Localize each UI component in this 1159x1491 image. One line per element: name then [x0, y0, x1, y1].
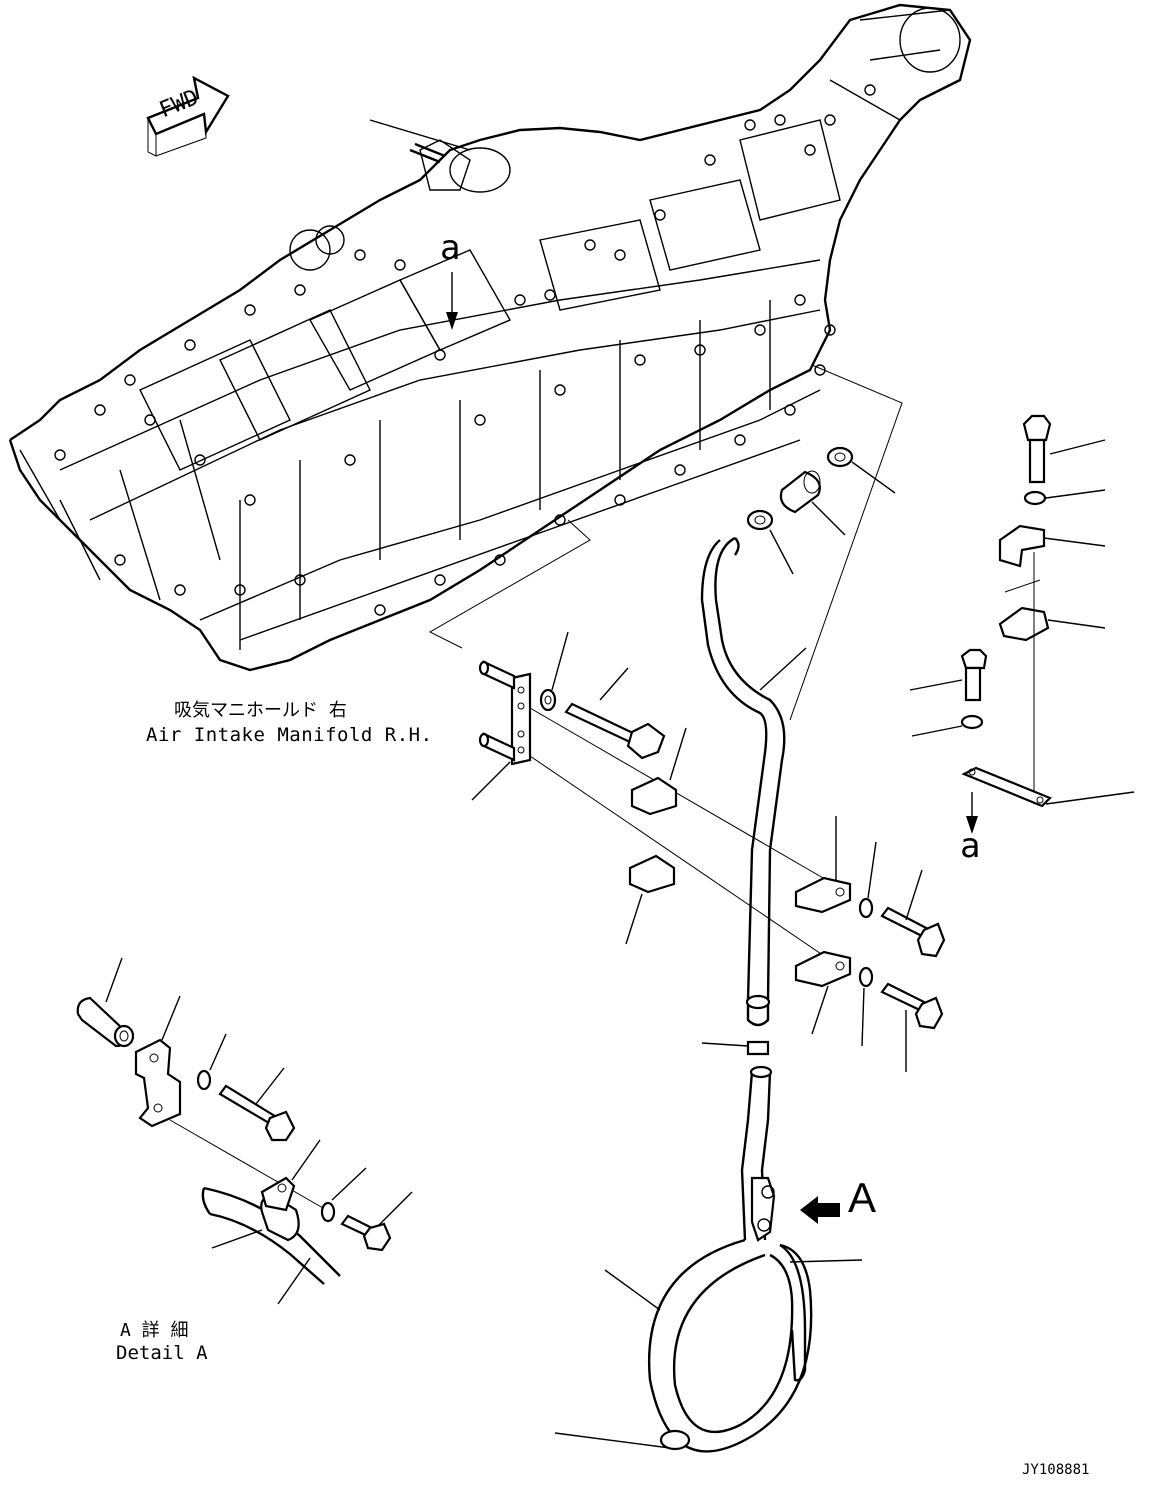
detail-a-spacer — [76, 957, 135, 1048]
engine-bolt-head — [354, 249, 366, 261]
engine-bolt-head — [744, 119, 756, 131]
washer-upper-right — [1023, 489, 1106, 506]
clamp-upper — [998, 524, 1106, 568]
engine-bolt-head — [244, 304, 256, 316]
hose-sleeve — [779, 470, 846, 536]
engine-bolt-head — [694, 344, 706, 356]
ref-a-label-side: a — [960, 826, 981, 866]
hose-clamp-upper — [826, 446, 896, 494]
engine-bolt-head — [734, 434, 746, 446]
washer-left — [539, 631, 569, 712]
engine-bolt-head — [774, 114, 786, 126]
engine-bolt-head — [554, 514, 566, 526]
bolt-left — [564, 667, 666, 760]
engine-bolt-head — [544, 289, 556, 301]
engine-bolt-head — [554, 384, 566, 396]
engine-bolt-head — [614, 494, 626, 506]
hose-clamp-joint — [701, 1040, 770, 1056]
engine-bolt-head — [794, 294, 806, 306]
view-a-label: A — [848, 1174, 877, 1221]
detail-a-bracket — [134, 995, 331, 1213]
lower-hose — [554, 1065, 863, 1453]
ref-a-arrow-top — [446, 272, 458, 330]
detail-a-label-jp: A 詳 細 — [120, 1320, 189, 1341]
engine-bolt-head — [754, 324, 766, 336]
clip-bracket-3 — [794, 816, 852, 914]
engine-bolt-head — [144, 414, 156, 426]
washer-right-1 — [858, 841, 877, 919]
detail-a-hose — [201, 1139, 341, 1305]
engine-bolt-head — [784, 404, 796, 416]
detail-a-washer-2 — [320, 1167, 367, 1223]
fwd-arrow-icon — [146, 75, 230, 157]
detail-a-bolt — [218, 1067, 296, 1142]
engine-bolt-head — [634, 354, 646, 366]
bolt-right-1 — [880, 869, 946, 958]
clip-bracket-1 — [630, 727, 687, 816]
washer-right-2 — [858, 966, 874, 1047]
bolt-right-small — [909, 648, 988, 702]
engine-bolt-head — [654, 209, 666, 221]
engine-bolt-head — [804, 144, 816, 156]
engine-bolt-head — [474, 414, 486, 426]
engine-bolt-head — [434, 349, 446, 361]
ref-a-label-top: a — [440, 228, 461, 268]
clamp-lower — [998, 552, 1106, 804]
engine-bolt-head — [94, 404, 106, 416]
engine-bolt-head — [674, 464, 686, 476]
engine-bolt-head — [294, 284, 306, 296]
engine-bolt-head — [394, 259, 406, 271]
engine-bolt-head — [704, 154, 716, 166]
bolt-upper-right — [1022, 414, 1106, 484]
engine-bolt-head — [234, 584, 246, 596]
main-pipe — [700, 536, 807, 1027]
clip-bracket-4 — [794, 950, 852, 1035]
ref-a-arrow-side — [966, 792, 978, 834]
engine-bolt-head — [244, 494, 256, 506]
engine-bolt-head — [864, 84, 876, 96]
engine-bolts — [54, 84, 876, 616]
engine-bolt-head — [174, 584, 186, 596]
engine-bolt-head — [824, 324, 836, 336]
detail-a-washer — [196, 1033, 227, 1091]
engine-bolt-head — [584, 239, 596, 251]
hose-clip-viewA — [750, 1176, 776, 1242]
engine-bolt-head — [824, 114, 836, 126]
plate-right — [961, 766, 1135, 808]
engine-bolt-head — [294, 574, 306, 586]
bolt-right-2 — [880, 982, 944, 1072]
view-a-arrow-icon — [800, 1196, 840, 1224]
detail-a-label-en: Detail A — [116, 1342, 208, 1364]
detail-a-bolt-2 — [340, 1191, 413, 1252]
clip-bracket-2 — [625, 854, 676, 945]
bracket-plate — [471, 660, 831, 961]
drawing-number: JY108881 — [1022, 1462, 1090, 1478]
manifold-label-en: Air Intake Manifold R.H. — [146, 724, 433, 746]
engine-block — [8, 3, 972, 672]
engine-bolt-head — [194, 454, 206, 466]
engine-bolt-head — [494, 554, 506, 566]
engine-bolt-head — [614, 249, 626, 261]
hose-clamp-middle — [746, 509, 794, 575]
engine-bolt-head — [124, 374, 136, 386]
engine-bolt-head — [434, 574, 446, 586]
engine-bolt-head — [374, 604, 386, 616]
washer-right-small — [911, 714, 984, 737]
engine-bolt-head — [114, 554, 126, 566]
engine-bolt-head — [184, 339, 196, 351]
engine-bolt-head — [54, 449, 66, 461]
manifold-label-jp: 吸気マニホールド 右 — [174, 700, 347, 721]
engine-bolt-head — [514, 294, 526, 306]
engine-bolt-head — [344, 454, 356, 466]
